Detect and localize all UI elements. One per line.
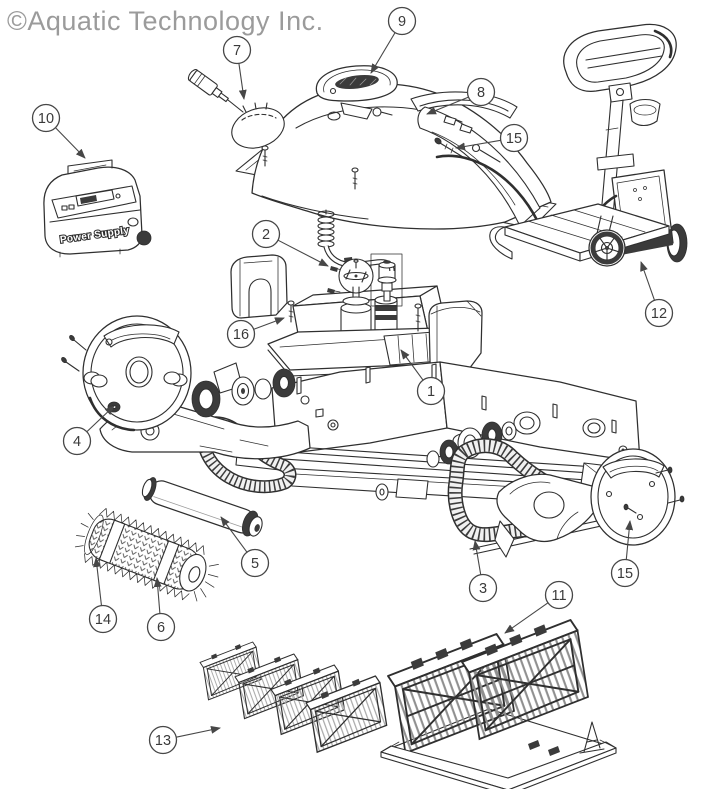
callout-number-3: 3 bbox=[479, 581, 487, 597]
callout-number-13: 13 bbox=[155, 733, 171, 749]
top-cover-assembly bbox=[187, 65, 557, 230]
callout-leader-2 bbox=[277, 239, 329, 267]
callout-number-12: 12 bbox=[651, 306, 667, 322]
callout-bubble-13 bbox=[148, 725, 178, 755]
callout-bubble-3 bbox=[468, 573, 498, 603]
callout-bubble-9 bbox=[387, 6, 417, 36]
callout-leader-4 bbox=[86, 405, 115, 433]
callout-leader-3 bbox=[472, 540, 482, 575]
callout-bubble-4 bbox=[62, 426, 92, 456]
callout-leader-14 bbox=[93, 557, 103, 606]
callout-number-8: 8 bbox=[477, 85, 485, 101]
cover-side-screw bbox=[434, 137, 486, 167]
cable-connector bbox=[187, 69, 285, 149]
callout-number-5: 5 bbox=[251, 556, 259, 572]
callout-bubble-1 bbox=[416, 376, 446, 406]
callout-bubble-14 bbox=[88, 604, 118, 634]
callout-number-4: 4 bbox=[73, 434, 81, 450]
side-panel bbox=[417, 106, 541, 227]
callout-leader-16 bbox=[253, 317, 285, 330]
impeller-detail bbox=[338, 258, 374, 306]
callout-leader-15 bbox=[625, 520, 634, 560]
callout-number-11: 11 bbox=[551, 588, 566, 604]
handle bbox=[315, 65, 398, 102]
left-side-plate bbox=[61, 315, 192, 432]
callout-number-9: 9 bbox=[398, 14, 406, 30]
right-side-plate bbox=[590, 448, 685, 546]
callout-number-2: 2 bbox=[262, 227, 270, 243]
callout-bubble-11 bbox=[544, 580, 574, 610]
callout-leader-7 bbox=[238, 63, 247, 100]
callout-bubble-15 bbox=[499, 123, 529, 153]
callout-leader-10 bbox=[55, 127, 86, 159]
motor-screw-16 bbox=[287, 300, 295, 323]
right-arm bbox=[494, 473, 602, 558]
brush bbox=[74, 507, 219, 602]
callout-bubble-16 bbox=[226, 319, 256, 349]
callout-leader-12 bbox=[640, 261, 656, 301]
cover-screws bbox=[261, 145, 359, 190]
callout-number-7: 7 bbox=[233, 43, 241, 59]
callout-number-15: 15 bbox=[506, 131, 522, 147]
callout-leader-13 bbox=[176, 725, 221, 738]
callout-bubble-10 bbox=[31, 103, 61, 133]
callout-bubble-8 bbox=[466, 77, 496, 107]
callout-leader-8 bbox=[426, 96, 469, 115]
callout-number-16: 16 bbox=[233, 327, 249, 343]
callout-bubble-15 bbox=[610, 558, 640, 588]
callout-number-6: 6 bbox=[157, 620, 165, 636]
callout-number-10: 10 bbox=[38, 111, 54, 127]
watermark-text: ©Aquatic Technology Inc. bbox=[7, 6, 324, 36]
callout-bubble-12 bbox=[644, 298, 674, 328]
power-supply: Power Supply bbox=[43, 159, 152, 258]
filter-basket-assembly bbox=[380, 619, 617, 789]
callout-leader-15 bbox=[455, 139, 501, 151]
filter-panels bbox=[199, 641, 388, 754]
callout-leader-5 bbox=[220, 516, 248, 553]
callout-bubble-6 bbox=[146, 612, 176, 642]
callout-number-14: 14 bbox=[95, 612, 111, 628]
caddy-cart bbox=[489, 23, 688, 267]
motor-unit bbox=[230, 209, 483, 377]
callout-number-15: 15 bbox=[617, 566, 633, 582]
callout-bubble-7 bbox=[222, 35, 252, 65]
callout-bubble-5 bbox=[240, 548, 270, 578]
callout-number-1: 1 bbox=[427, 384, 435, 400]
callout-leader-9 bbox=[370, 32, 396, 74]
callout-bubble-2 bbox=[251, 219, 281, 249]
callout-leader-1 bbox=[400, 349, 424, 381]
callout-leader-6 bbox=[153, 577, 162, 614]
callout-leader-11 bbox=[504, 602, 549, 634]
